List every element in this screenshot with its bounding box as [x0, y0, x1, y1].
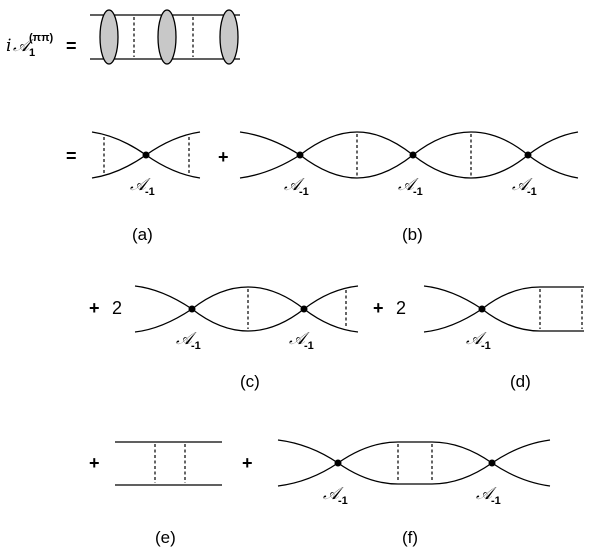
lhs-equals: =	[66, 36, 77, 56]
row3-plus-1: +	[89, 453, 100, 473]
lhs-expression: i 𝒜 1 (ππ) =	[6, 32, 77, 59]
ladder-diagram-blobs	[90, 9, 240, 65]
row1-equals: =	[66, 146, 77, 166]
svg-text:𝒜: 𝒜	[476, 484, 497, 504]
row2-coef-2: 2	[396, 298, 406, 318]
svg-text:-1: -1	[299, 186, 309, 198]
diagram-d: 𝒜 -1	[423, 285, 584, 352]
svg-text:𝒜: 𝒜	[323, 484, 344, 504]
diagram-a: 𝒜 -1	[91, 131, 201, 198]
diagram-f: 𝒜 -1 𝒜 -1	[277, 439, 551, 507]
svg-text:-1: -1	[338, 495, 348, 507]
svg-text:𝒜: 𝒜	[130, 175, 151, 195]
label-f: (f)	[402, 528, 418, 547]
label-b: (b)	[402, 225, 423, 244]
diagram-c: 𝒜 -1 𝒜 -1	[134, 285, 359, 352]
row1-plus: +	[218, 147, 229, 167]
lhs-i: i	[6, 36, 11, 56]
blob-1	[99, 9, 119, 65]
lhs-subscript: 1	[29, 47, 35, 59]
row2-plus-1: +	[89, 298, 100, 318]
svg-text:𝒜: 𝒜	[398, 175, 419, 195]
lhs-amplitude: 𝒜	[13, 36, 34, 56]
svg-text:-1: -1	[481, 340, 491, 352]
row2-coef-1: 2	[112, 298, 122, 318]
row3-plus-2: +	[242, 453, 253, 473]
label-e: (e)	[155, 528, 176, 547]
label-a: (a)	[132, 225, 153, 244]
svg-text:𝒜: 𝒜	[512, 175, 533, 195]
svg-text:-1: -1	[491, 495, 501, 507]
label-d: (d)	[510, 372, 531, 391]
svg-text:-1: -1	[527, 186, 537, 198]
svg-text:-1: -1	[191, 340, 201, 352]
svg-text:𝒜: 𝒜	[284, 175, 305, 195]
svg-text:-1: -1	[413, 186, 423, 198]
label-c: (c)	[240, 372, 260, 391]
svg-text:-1: -1	[145, 186, 155, 198]
diagram-e	[115, 441, 222, 486]
svg-text:𝒜: 𝒜	[176, 329, 197, 349]
lhs-superscript: (ππ)	[29, 32, 54, 44]
svg-text:-1: -1	[304, 340, 314, 352]
diagram-b: 𝒜 -1 𝒜 -1 𝒜 -1	[239, 131, 579, 198]
svg-text:𝒜: 𝒜	[289, 329, 310, 349]
row2-plus-2: +	[373, 298, 384, 318]
blob-3	[219, 9, 239, 65]
svg-text:𝒜: 𝒜	[466, 329, 487, 349]
blob-2	[157, 9, 177, 65]
